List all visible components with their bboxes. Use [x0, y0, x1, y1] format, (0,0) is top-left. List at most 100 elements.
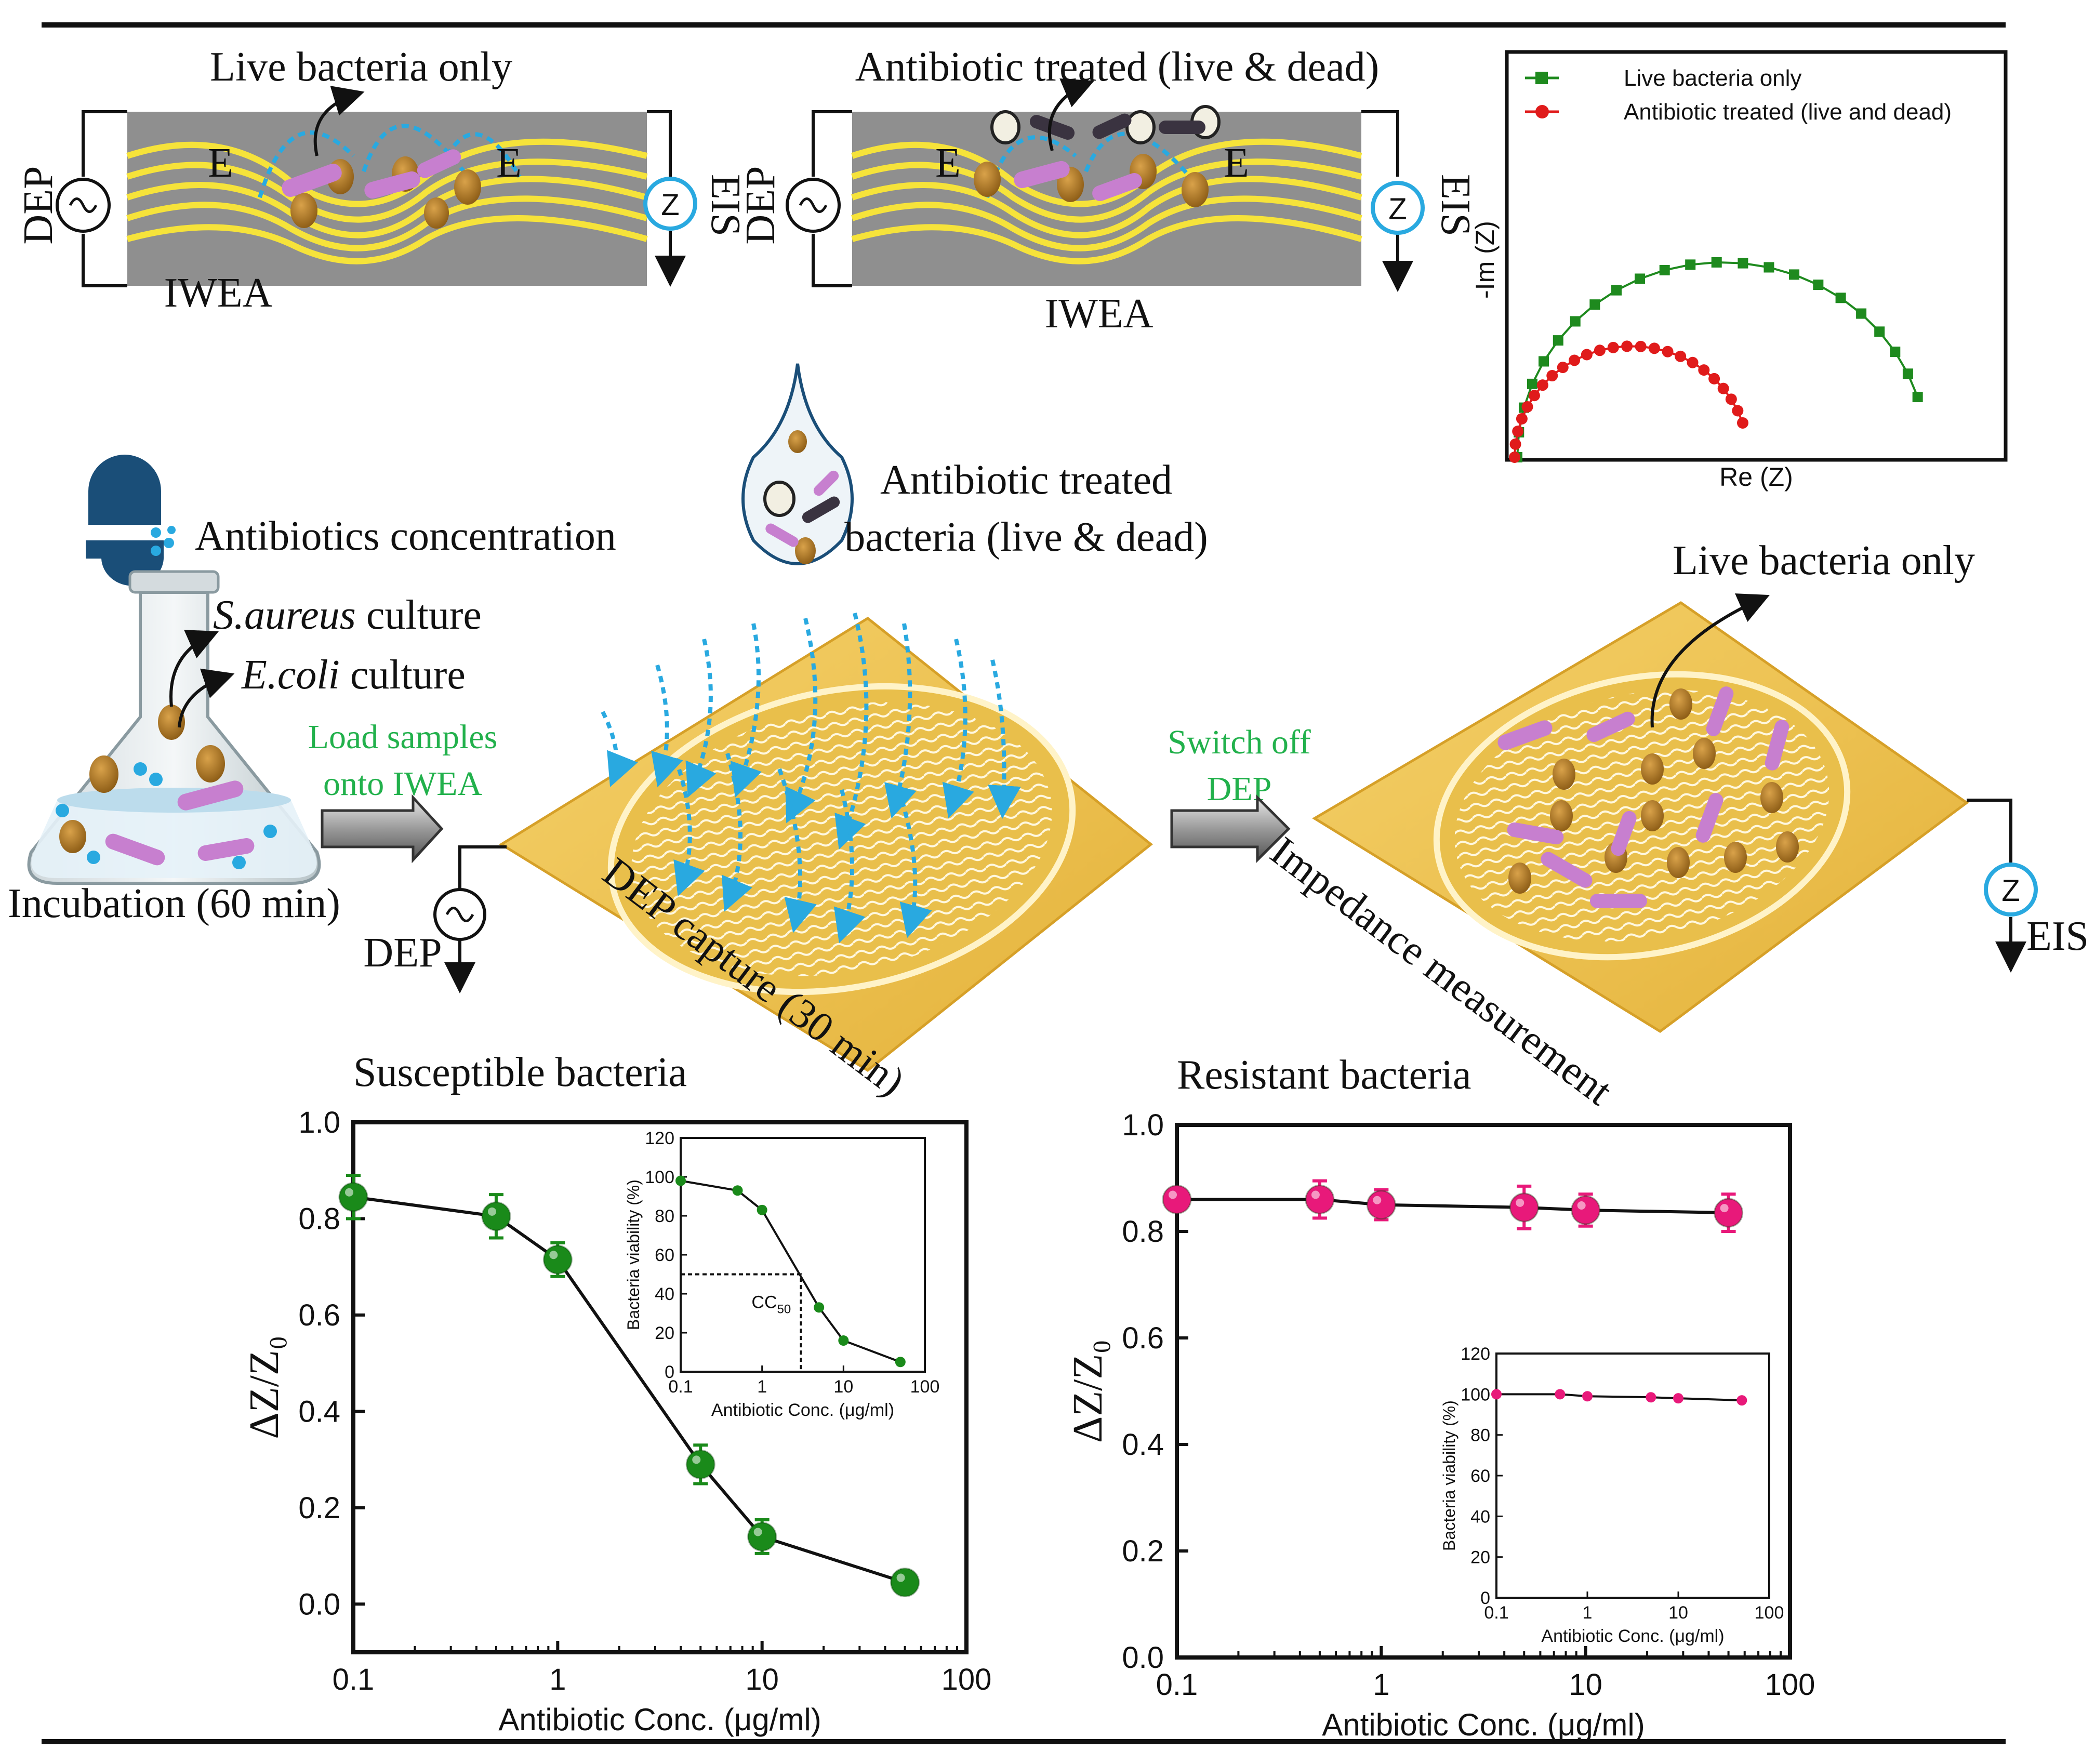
- impedance-meter-icon-2: [1371, 181, 1425, 235]
- nyquist-live-point: [1912, 392, 1923, 403]
- nyquist-ylabel: -Im (Z): [1470, 221, 1500, 299]
- chart-1-inset-ytick-label: 0: [1480, 1588, 1490, 1608]
- antibiotics-concentration: Antibiotics concentration: [195, 513, 616, 559]
- field-vector-left: E: [208, 140, 233, 186]
- field-vector-right: E: [496, 140, 522, 186]
- chart-0-inset-point: [838, 1335, 849, 1346]
- nyquist-xlabel: Re (Z): [1719, 462, 1793, 492]
- chart-1-frame: [1175, 1123, 1792, 1660]
- chart-1-xlabel: Antibiotic Conc. (μg/ml): [1322, 1707, 1645, 1742]
- eis-label-1: EIS: [702, 174, 748, 236]
- nyquist-treated-point: [1708, 373, 1720, 384]
- chart-1-point: [1509, 1192, 1539, 1223]
- chart-1-point: [1162, 1185, 1192, 1214]
- chart-1-point-highlight: [1169, 1190, 1177, 1199]
- chart-0-inset-ylabel: Bacteria viability (%): [624, 1179, 643, 1330]
- ecoli-culture: E.coli culture: [241, 652, 466, 698]
- eis-label-2: EIS: [1433, 174, 1478, 236]
- nyquist-treated-point: [1557, 362, 1569, 374]
- treated-title: Antibiotic treated (live & dead): [855, 44, 1380, 90]
- nyquist-treated-point: [1736, 417, 1748, 429]
- dep-schematic-live: Live bacteria only E E IWEA: [16, 44, 748, 316]
- field-vector-right-2: E: [1224, 140, 1249, 186]
- load-arrow-icon: [321, 794, 444, 864]
- chart-susceptible: Susceptible bacteria0.00.20.40.60.81.00.…: [242, 1050, 991, 1737]
- chart-1-point: [1366, 1190, 1396, 1220]
- chart-1-xtick-label: 1: [1373, 1668, 1389, 1702]
- nyquist-treated-point: [1675, 350, 1687, 362]
- load-samples-line1: Load samples: [308, 718, 498, 756]
- chart-0-series-line: [353, 1195, 906, 1584]
- chart-0-point: [685, 1449, 715, 1479]
- flask-icon: [27, 570, 321, 885]
- nyquist-live-point: [1738, 258, 1748, 269]
- chart-0-inset-xlabel: Antibiotic Conc. (μg/ml): [711, 1400, 894, 1420]
- nyquist-live-point: [1890, 347, 1901, 357]
- nyquist-treated-point: [1546, 370, 1558, 382]
- impedance-meter-icon: [643, 177, 697, 231]
- capsule-icon: [83, 455, 176, 586]
- chart-1-inset-xtick-label: 1: [1583, 1603, 1593, 1623]
- chart-0-inset-frame: [680, 1137, 926, 1373]
- switch-off-line1: Switch off: [1168, 723, 1311, 761]
- chart-1-inset-xtick-label: 10: [1668, 1603, 1688, 1623]
- chart-1-ylabel: ΔZ/Z₀: [1065, 1339, 1111, 1443]
- chart-0-xtick-label: 0.1: [333, 1663, 375, 1696]
- chart-0-inset-cc50-guide: [681, 1273, 802, 1372]
- nyquist-plot: Live bacteria only Antibiotic treated (l…: [1470, 50, 2008, 492]
- nyquist-treated-point: [1698, 364, 1710, 376]
- nyquist-live-point: [1711, 257, 1722, 268]
- chart-1-ytick-label: 0.8: [1122, 1215, 1164, 1249]
- chart-1-inset-frame: [1495, 1352, 1770, 1599]
- nyquist-treated-point: [1687, 356, 1699, 368]
- chart-0-inset-cc50-label: CC50: [751, 1293, 791, 1317]
- chart-1-title: Resistant bacteria: [1177, 1052, 1471, 1098]
- chart-0-xlabel: Antibiotic Conc. (μg/ml): [498, 1702, 821, 1737]
- chart-0-point-highlight: [549, 1251, 558, 1259]
- chart-0-inset-xtick-label: 10: [833, 1377, 853, 1397]
- chart-1-inset-ytick-label: 100: [1461, 1385, 1490, 1404]
- chart-0-inset-ytick-label: 60: [655, 1245, 674, 1265]
- chart-1-inset-line: [1496, 1393, 1742, 1402]
- chart-1-ytick-label: 0.0: [1122, 1641, 1164, 1675]
- iwea-label-1: IWEA: [164, 270, 273, 316]
- nyquist-treated-point: [1717, 382, 1729, 394]
- dep-label-2: DEP: [738, 166, 784, 244]
- chart-0-inset-ytick-label: 80: [655, 1206, 674, 1226]
- chart-0-inset-ytick-label: 40: [655, 1284, 674, 1304]
- capture-arrows: [601, 613, 1021, 944]
- chart-1-inset-ytick-label: 40: [1470, 1507, 1490, 1527]
- chart-0-ytick-label: 0.2: [298, 1491, 340, 1525]
- nyquist-live-point: [1813, 280, 1824, 290]
- legend-marker-live: [1535, 72, 1548, 84]
- chart-1-inset-point: [1582, 1391, 1593, 1402]
- chart-1-point-highlight: [1373, 1196, 1382, 1204]
- chart-1-inset-xlabel: Antibiotic Conc. (μg/ml): [1541, 1626, 1724, 1646]
- chart-1-point: [1714, 1198, 1744, 1228]
- chart-1-ytick-label: 0.6: [1122, 1321, 1164, 1355]
- legend-live: Live bacteria only: [1624, 65, 1801, 91]
- chart-0-point-highlight: [487, 1207, 496, 1216]
- nyquist-treated-point: [1725, 393, 1737, 405]
- chart-0-inset-point: [895, 1357, 906, 1368]
- chart-0-ytick-label: 0.4: [298, 1395, 340, 1428]
- chart-0-xtick-label: 100: [942, 1663, 992, 1696]
- nyquist-live-point: [1635, 273, 1646, 284]
- chart-1-ytick-label: 1.0: [1122, 1108, 1164, 1142]
- nyquist-live-point: [1835, 293, 1846, 303]
- nyquist-treated-point: [1635, 340, 1647, 352]
- chart-0-point-highlight: [896, 1573, 905, 1582]
- chart-0-ytick-label: 1.0: [298, 1106, 340, 1139]
- nyquist-live-point: [1553, 335, 1563, 346]
- drop-label-line1: Antibiotic treated: [880, 457, 1172, 503]
- chart-0-ytick-label: 0.6: [298, 1298, 340, 1332]
- chart-1-inset-ytick-label: 120: [1461, 1344, 1490, 1364]
- chart-1-inset-point: [1736, 1395, 1747, 1406]
- chart-1-point: [1571, 1195, 1601, 1225]
- chart-0-point-highlight: [345, 1188, 353, 1197]
- chart-0-inset-point: [814, 1302, 825, 1313]
- z-label-3: Z: [2001, 874, 2020, 908]
- drop-label-line2: bacteria (live & dead): [844, 514, 1208, 560]
- nyquist-treated-point: [1521, 401, 1533, 413]
